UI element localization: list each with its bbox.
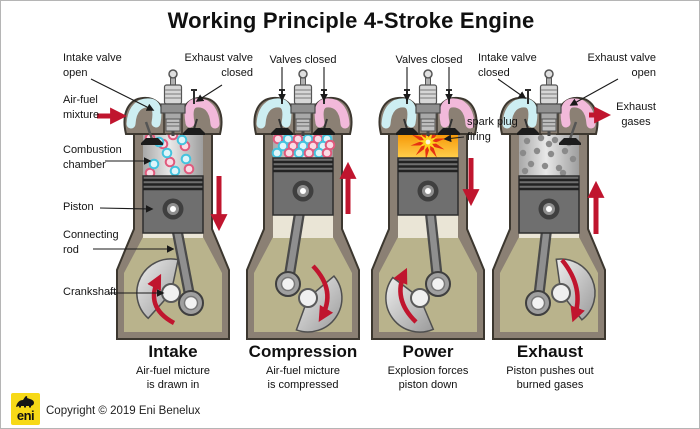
stroke-description: Air-fuel micture is drawn in — [136, 365, 210, 392]
stroke-description: Air-fuel micture is compressed — [266, 365, 340, 392]
callout-line — [90, 78, 155, 111]
valve — [183, 128, 205, 135]
stroke-description: Piston pushes out burned gases — [506, 365, 594, 392]
callout-combustion-chamber: Combustion chamber — [63, 144, 122, 171]
intake-port — [126, 98, 162, 129]
engine-intake — [116, 69, 230, 340]
valve — [396, 128, 418, 135]
callout-piston: Piston — [63, 201, 94, 213]
callout-spark-plug-firing: spark plug firing — [467, 116, 518, 143]
valve — [271, 128, 293, 135]
callout-exhaust-valve-open: Exhaust valve open — [587, 52, 656, 79]
engine-exhaust — [492, 69, 606, 340]
exhaust-port — [314, 98, 350, 129]
exhaust-port — [184, 98, 220, 129]
crank-rotation-arrow — [560, 258, 585, 323]
callout-intake-valve-closed: Intake valve closed — [478, 52, 537, 79]
crankshaft-center — [551, 283, 571, 303]
crank-counterweight — [385, 276, 435, 333]
callout-air-fuel-mixture: Air-fuel mixture — [63, 94, 100, 121]
valve — [517, 128, 539, 135]
intake-port — [502, 98, 538, 129]
callout-exhaust-valve-closed: Exhaust valve closed — [184, 52, 253, 79]
callout-valves-closed-compression: Valves closed — [269, 54, 337, 66]
intake-port — [381, 98, 417, 129]
stroke-description: Explosion forces piston down — [387, 365, 469, 392]
eni-logo-text: eni — [16, 408, 35, 423]
callout-crankshaft: Crankshaft — [63, 286, 117, 298]
callout-line — [497, 78, 527, 99]
eni-dog-icon — [16, 396, 34, 408]
crank-rotation-arrow — [311, 264, 334, 322]
crankshaft-center — [298, 288, 318, 308]
crankshaft-center — [410, 288, 430, 308]
spark-plug-icon — [415, 69, 441, 136]
piston — [272, 157, 334, 216]
callout-valves-closed-power: Valves closed — [395, 54, 463, 66]
spark-plug-icon — [536, 69, 562, 136]
stroke-name: Exhaust — [516, 342, 584, 361]
callout-connecting-rod: Connecting rod — [63, 229, 119, 256]
intake-port — [256, 98, 292, 129]
stroke-name: Intake — [148, 342, 198, 361]
callout-line — [569, 78, 619, 106]
callout-intake-valve-open: Intake valve open — [63, 52, 122, 79]
spark-plug-icon — [160, 69, 186, 136]
piston — [518, 175, 580, 234]
engine-power — [371, 69, 485, 340]
copyright-text: Copyright © 2019 Eni Benelux — [46, 405, 201, 417]
valve — [438, 128, 460, 135]
crankshaft-center — [161, 283, 181, 303]
callout-line — [195, 84, 223, 102]
crank-rotation-arrow — [147, 273, 176, 325]
exhaust-port — [439, 98, 475, 129]
engine-compression — [246, 69, 360, 340]
spark-plug-icon — [290, 69, 316, 136]
eni-logo: eni — [11, 393, 40, 425]
page-title: Working Principle 4-Stroke Engine — [167, 8, 535, 33]
piston — [397, 157, 459, 216]
crank-rotation-arrow — [393, 267, 418, 324]
callout-line — [99, 205, 154, 213]
valve — [141, 138, 163, 145]
valve — [313, 128, 335, 135]
callout-exhaust-gases: Exhaust gases — [616, 101, 656, 128]
valve — [559, 138, 581, 145]
piston — [142, 175, 204, 234]
stroke-name: Power — [402, 342, 454, 361]
stroke-name: Compression — [248, 342, 358, 361]
callout-lines — [90, 67, 619, 297]
callout-line — [443, 134, 465, 143]
